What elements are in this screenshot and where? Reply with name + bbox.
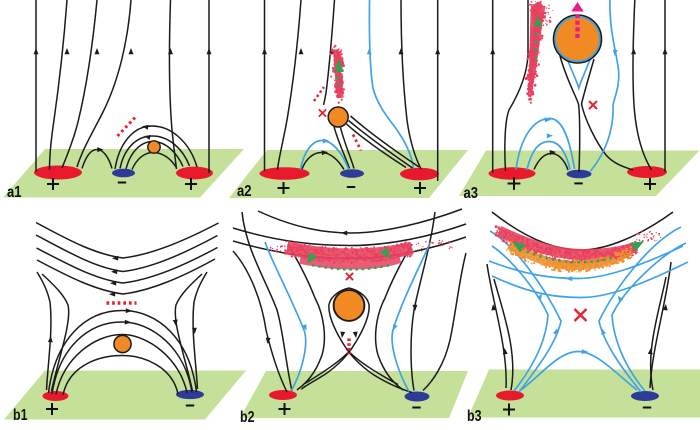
- svg-text:a3: a3: [464, 185, 479, 202]
- svg-text:b3: b3: [467, 408, 482, 425]
- svg-text:a2: a2: [237, 183, 252, 200]
- svg-text:b1: b1: [13, 407, 28, 424]
- svg-text:b2: b2: [240, 409, 255, 425]
- svg-text:a1: a1: [7, 184, 22, 201]
